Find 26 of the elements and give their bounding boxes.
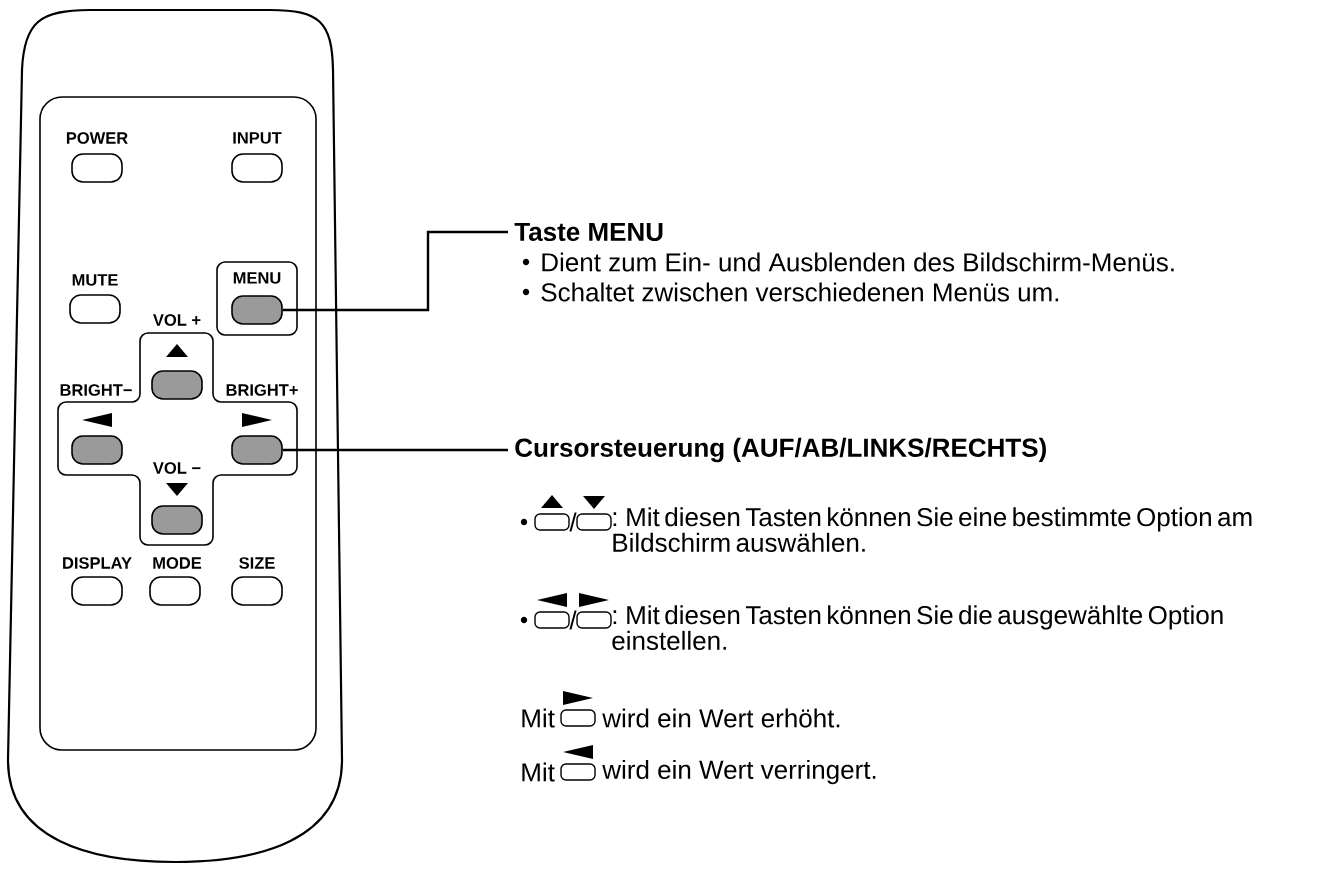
button-label: VOL − <box>153 462 201 474</box>
button-label: VOL + <box>153 314 201 326</box>
separator-text: / <box>569 610 577 630</box>
bullet-item: : Mit diesen Tasten können Sie eine bestimmte Option am Bildschirm auswählen. <box>613 507 1252 552</box>
separator-text: / <box>569 512 577 532</box>
button-label: BRIGHT+ <box>226 384 298 396</box>
button-label: SIZE <box>239 557 275 569</box>
button-label: MENU <box>233 272 281 284</box>
note-text: Mit <box>522 708 555 728</box>
bullet-item: Dient zum Ein- und Ausblenden des Bildschirm-Menüs. <box>542 252 1174 272</box>
leader-line <box>282 448 508 452</box>
button-label: MODE <box>153 557 202 569</box>
bullet-item: Schaltet zwischen verschiedenen Menüs um. <box>541 282 1059 302</box>
remote-button <box>231 435 283 465</box>
note-text: Mit <box>522 762 555 782</box>
button-label: POWER <box>66 132 128 144</box>
bullet-item: : Mit diesen Tasten können Sie die ausgewählte Option einstellen. <box>612 605 1223 650</box>
leader-line <box>282 230 508 312</box>
button-label: INPUT <box>233 132 282 144</box>
note-text: wird ein Wert verringert. <box>602 759 876 785</box>
description-text: Taste MENU Dient zum Ein- und Ausblenden des Bildschirm-Menüs. Schaltet zwischen verschiedenen Menüs um. <box>514 222 1174 302</box>
note-text: wird ein Wert erhöht. <box>602 708 840 728</box>
button-label: MUTE <box>72 274 118 286</box>
button-label: BRIGHT− <box>60 384 132 396</box>
remote-button <box>231 272 283 325</box>
button-label: DISPLAY <box>63 557 132 569</box>
